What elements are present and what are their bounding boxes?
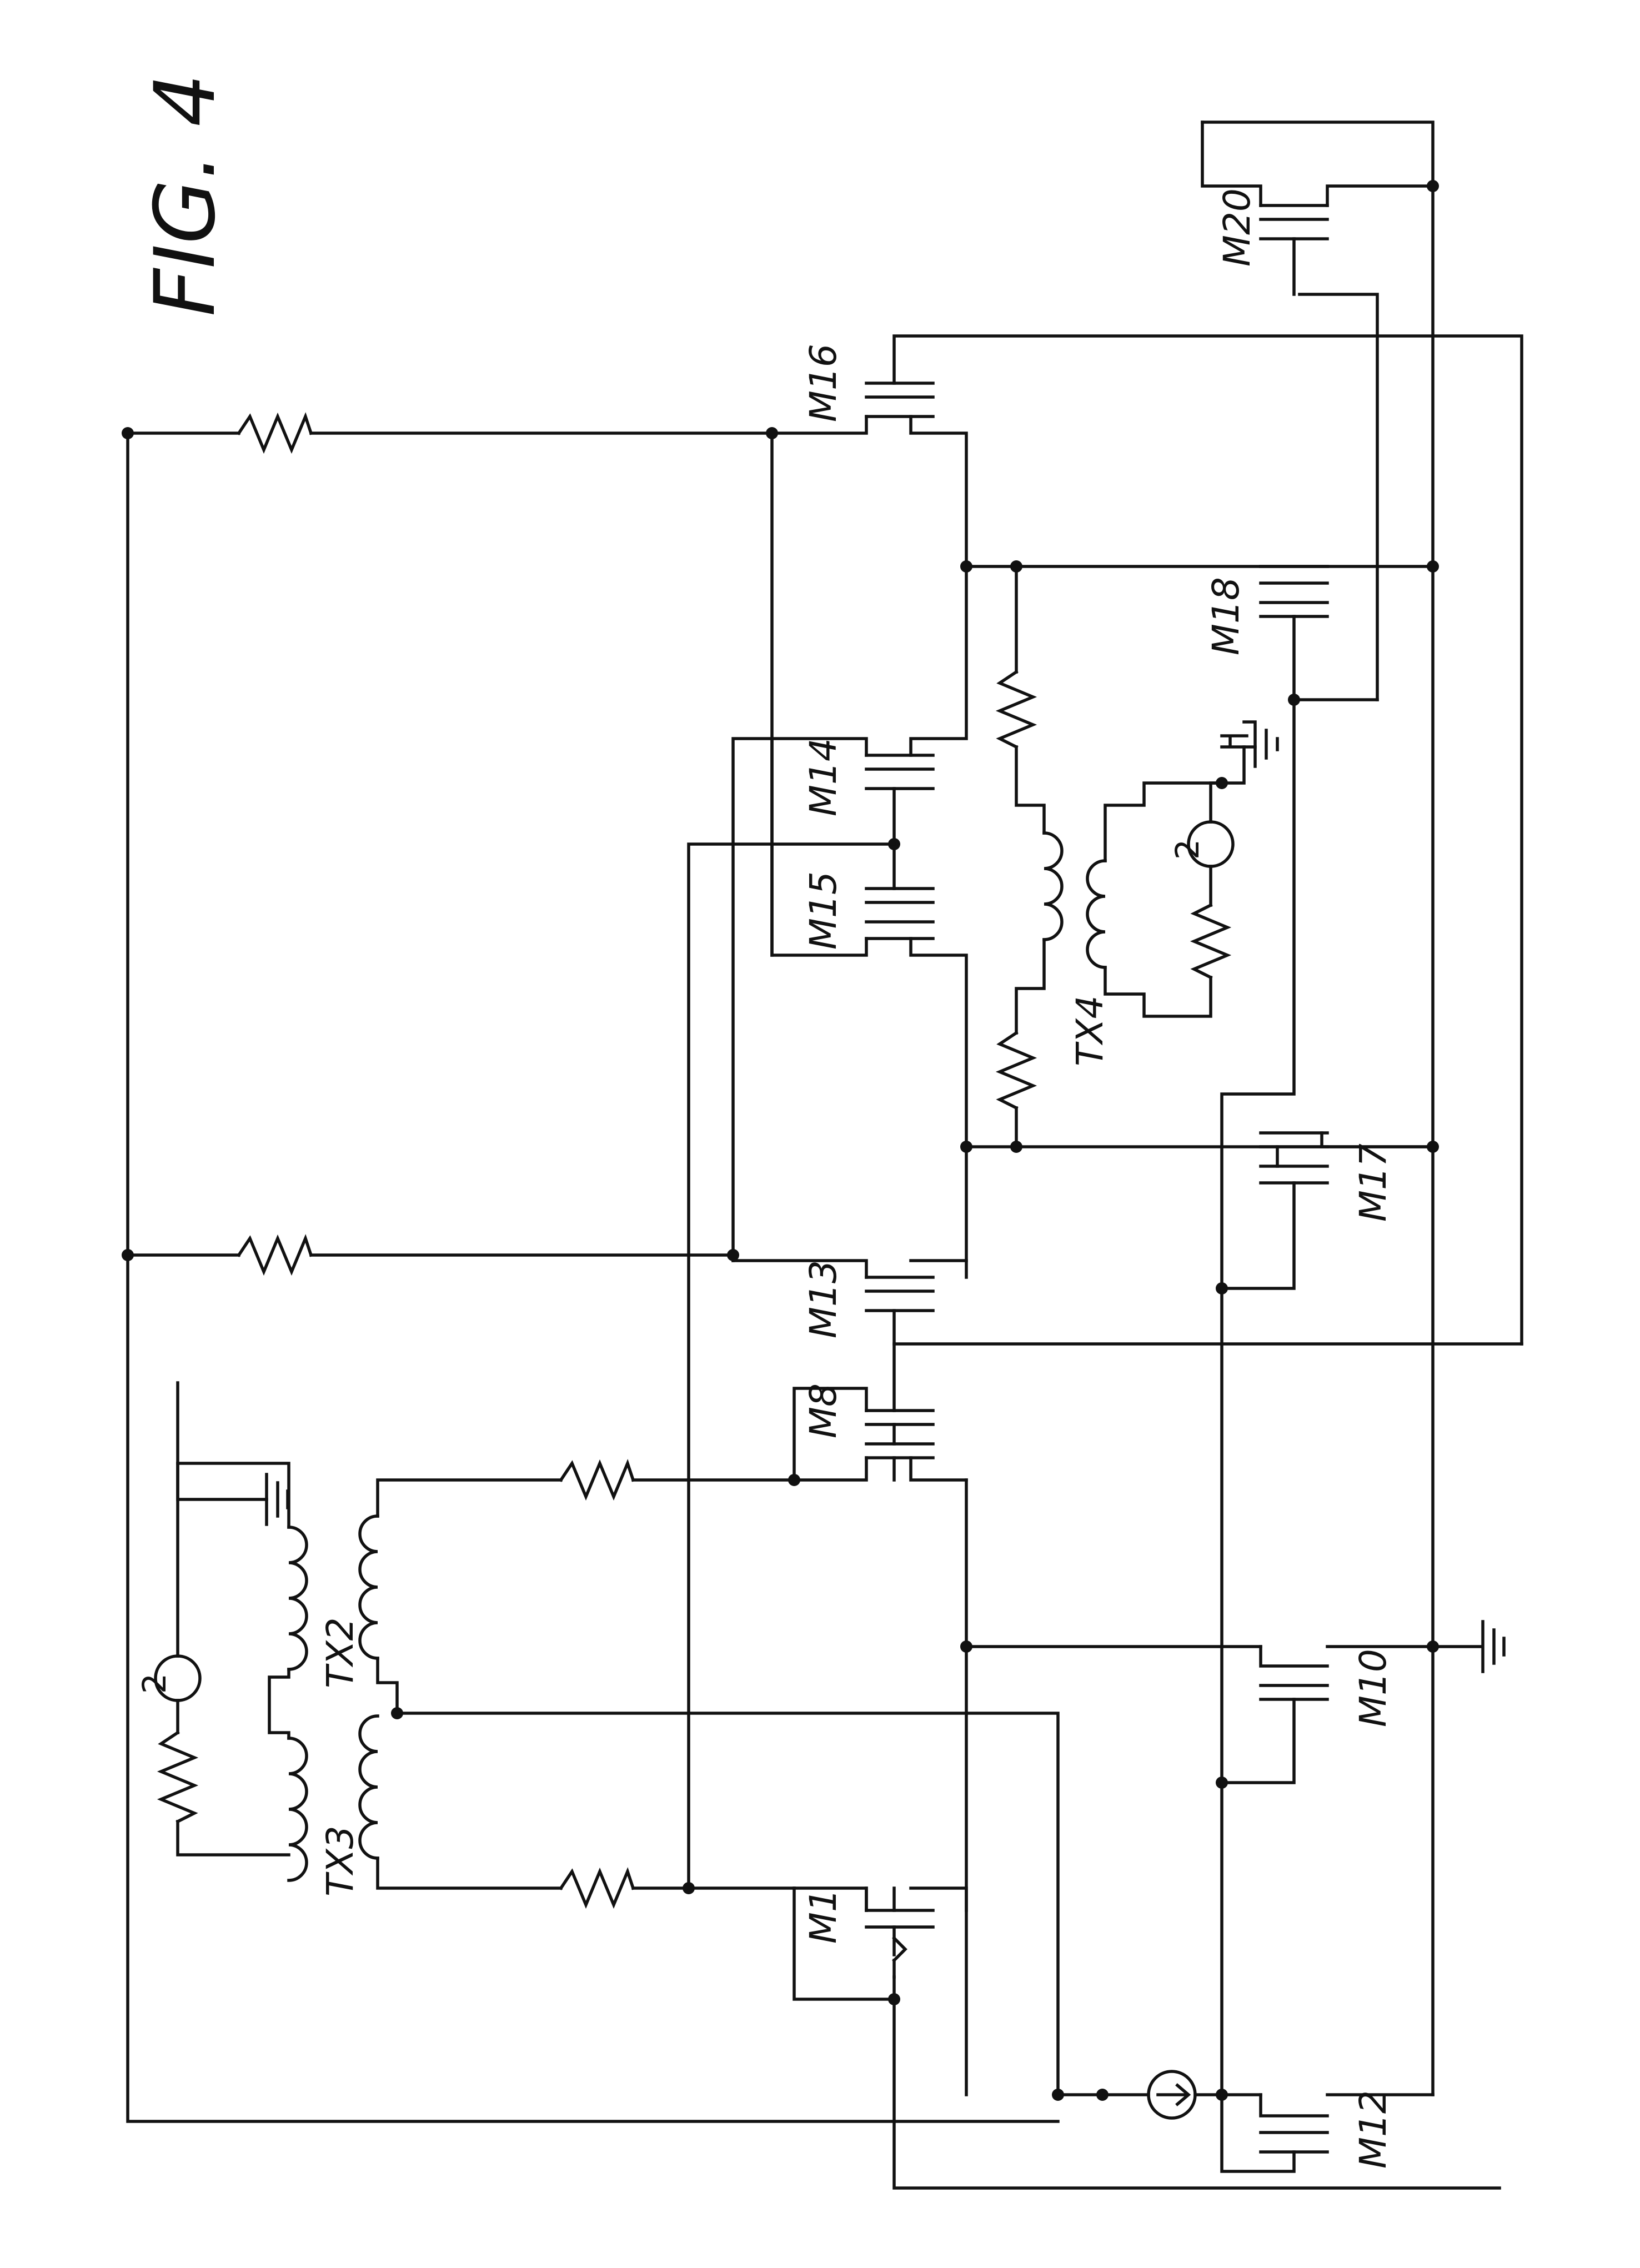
ground-icon: [1433, 1622, 1504, 1672]
resistor-icon: [161, 1733, 194, 1822]
mosfet-m18: M18: [1205, 294, 1377, 706]
mosfet-m13: M13: [733, 1260, 1522, 1344]
m17-label: M17: [1352, 1143, 1395, 1222]
inductor-icon: [360, 1516, 378, 1658]
m14-label: M14: [802, 738, 845, 816]
ground-icon: [1222, 722, 1277, 766]
mosfet-m10: M10: [960, 1288, 1504, 2095]
ac-source-icon: 2: [1168, 822, 1233, 866]
figure-title: FIG. 4: [137, 73, 234, 317]
inductor-icon: [289, 1527, 307, 1669]
resistor-icon: [239, 1238, 311, 1272]
mosfet-m1: M1: [794, 1888, 966, 1999]
inductor-icon: [289, 1738, 307, 1880]
m13-label: M13: [802, 1260, 845, 1338]
m20-label: M20: [1216, 188, 1258, 267]
resistor-icon: [561, 1871, 633, 1905]
inductor-icon: [1087, 861, 1105, 967]
m18-label: M18: [1205, 577, 1247, 655]
m15-label: M15: [802, 871, 845, 950]
inductor-icon: [360, 1716, 378, 1858]
m10-label: M10: [1352, 1649, 1395, 1727]
mosfet-m20: M20: [1202, 122, 1439, 2095]
left-source-network: 2: [136, 1383, 307, 1880]
mosfet-m14: M14: [689, 566, 966, 1888]
m12-label: M12: [1352, 2090, 1395, 2169]
resistor-icon: [239, 417, 311, 450]
mosfet-m17: M17: [1222, 700, 1433, 1288]
resistor-icon: [561, 1463, 633, 1497]
ground-icon: [267, 1474, 288, 1524]
resistor-icon: [1194, 905, 1227, 977]
svg-text:2: 2: [136, 1673, 173, 1694]
resistor-icon: [1000, 672, 1033, 747]
tx2-label: TX2: [319, 1617, 362, 1688]
m16-label: M16: [802, 344, 845, 422]
ac-source-icon: 2: [136, 1656, 200, 1700]
mosfet-m16: M16: [772, 336, 1522, 1344]
inductor-icon: [1044, 833, 1062, 940]
m1-label: M1: [802, 1889, 845, 1944]
mosfet-m12: M12: [1222, 1783, 1433, 2171]
tx3-label: TX3: [319, 1825, 362, 1896]
m8-label: M8: [802, 1383, 845, 1438]
svg-text:2: 2: [1168, 839, 1206, 860]
tx4-label: TX4: [1069, 995, 1111, 1066]
mosfet-m8: M8: [794, 1344, 966, 1480]
resistor-icon: [1000, 1033, 1033, 1108]
mosfet-m15: M15: [772, 739, 966, 1261]
current-source-icon: [1148, 2071, 1195, 2118]
